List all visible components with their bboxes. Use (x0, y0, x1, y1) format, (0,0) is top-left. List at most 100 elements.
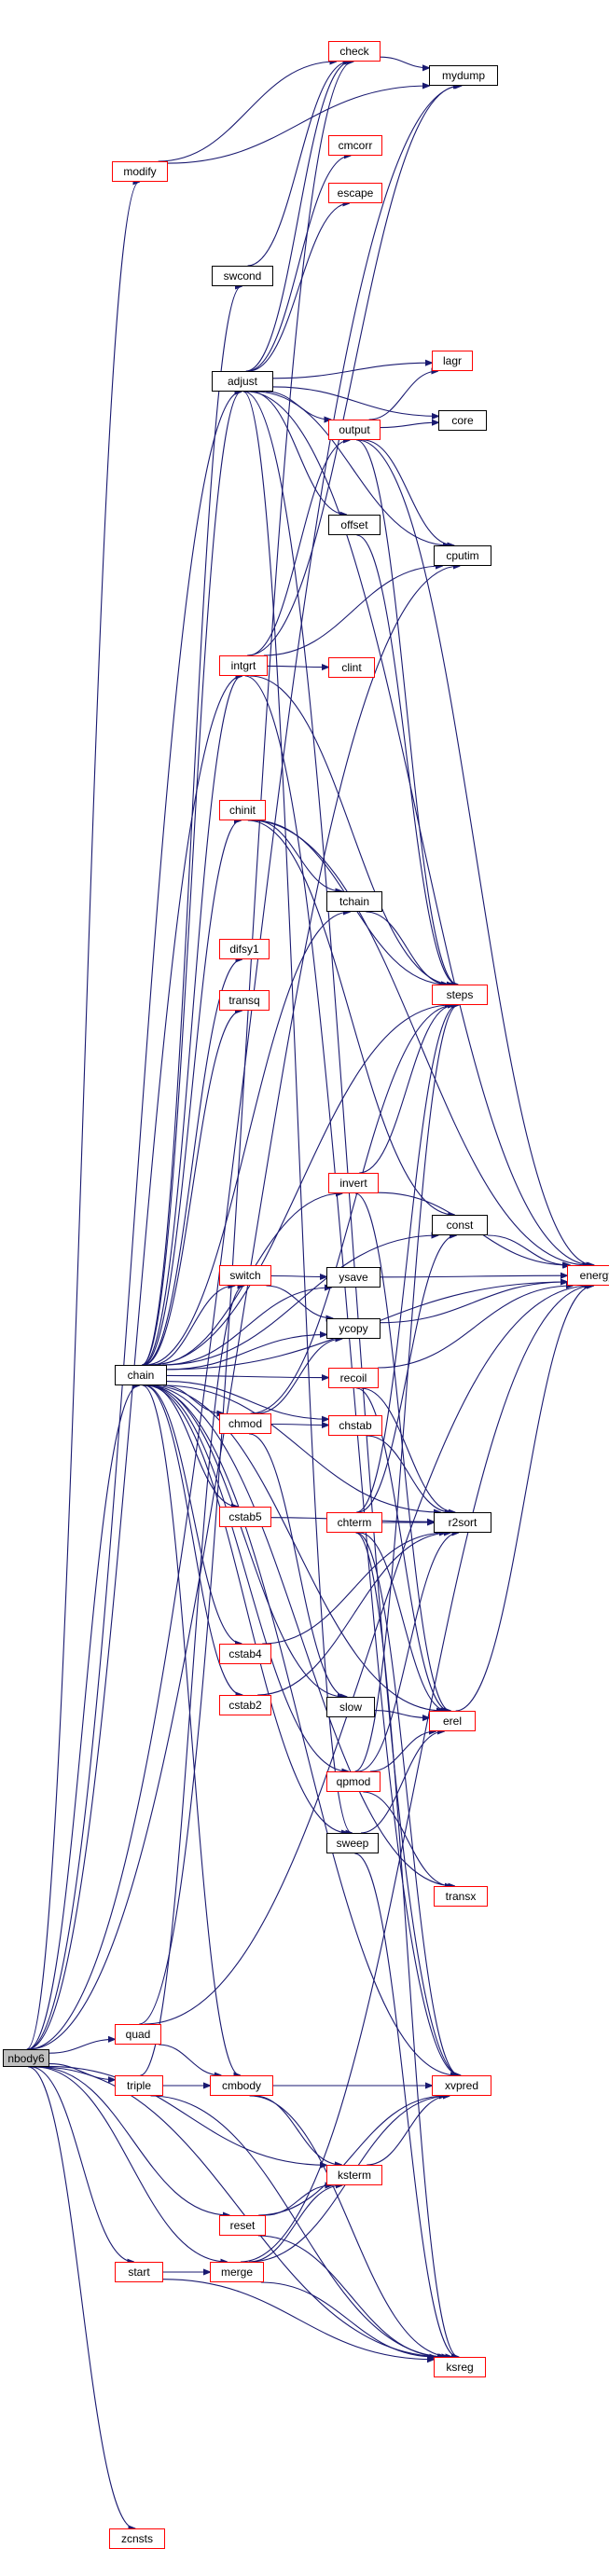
node-zcnsts[interactable]: zcnsts (109, 2528, 165, 2549)
edge-chain-to-erel (149, 1384, 443, 1711)
node-label: ycopy (339, 1322, 368, 1335)
node-label: r2sort (448, 1516, 478, 1529)
node-steps[interactable]: steps (432, 985, 488, 1005)
node-ysave[interactable]: ysave (326, 1267, 381, 1288)
node-label: merge (220, 2266, 253, 2279)
node-mydump[interactable]: mydump (429, 65, 498, 86)
node-label: cmcorr (338, 139, 373, 152)
node-modify[interactable]: modify (112, 161, 168, 182)
node-ycopy[interactable]: ycopy (326, 1318, 381, 1339)
node-reset[interactable]: reset (219, 2215, 266, 2236)
edge-chain-to-r2sort (162, 1384, 440, 1512)
node-cstab5[interactable]: cstab5 (219, 1507, 271, 1527)
node-clint[interactable]: clint (328, 657, 375, 678)
node-label: erel (442, 1715, 462, 1728)
node-label: intgrt (230, 659, 256, 672)
edge-sweep-to-ksreg (354, 1853, 457, 2357)
edge-slow-to-erel (374, 1710, 429, 1718)
edge-const-to-energy (487, 1234, 569, 1265)
node-lagr[interactable]: lagr (432, 351, 473, 371)
node-xvpred[interactable]: xvpred (432, 2075, 491, 2096)
node-label: lagr (442, 354, 462, 367)
node-chterm[interactable]: chterm (326, 1512, 382, 1533)
node-sweep[interactable]: sweep (326, 1833, 379, 1853)
node-recoil[interactable]: recoil (328, 1368, 379, 1388)
edge-nbody6-to-ksreg (38, 2066, 445, 2357)
node-adjust[interactable]: adjust (212, 371, 273, 392)
edge-chain-to-chmod (162, 1384, 224, 1413)
edge-modify-to-check (158, 62, 337, 162)
node-transq[interactable]: transq (219, 990, 270, 1011)
node-chinit[interactable]: chinit (219, 800, 266, 820)
node-start[interactable]: start (115, 2262, 163, 2282)
edge-nbody6-to-zcnsts (28, 2066, 134, 2528)
edge-nbody6-to-modify (26, 182, 140, 2050)
node-ksterm[interactable]: ksterm (326, 2165, 382, 2185)
node-label: steps (446, 988, 474, 1001)
node-r2sort[interactable]: r2sort (434, 1512, 491, 1533)
edge-nbody6-to-ksterm (48, 2065, 326, 2165)
node-label: modify (123, 165, 157, 178)
node-core[interactable]: core (438, 410, 487, 431)
node-cputim[interactable]: cputim (434, 545, 491, 566)
node-chain[interactable]: chain (115, 1365, 167, 1385)
edge-merge-to-ksterm (249, 2185, 341, 2263)
node-offset[interactable]: offset (328, 515, 381, 535)
edge-adjust-to-escape (248, 203, 350, 372)
node-cmcorr[interactable]: cmcorr (328, 135, 382, 156)
node-slow[interactable]: slow (326, 1697, 375, 1717)
node-chstab[interactable]: chstab (328, 1415, 382, 1436)
node-ksreg[interactable]: ksreg (434, 2357, 486, 2377)
node-quad[interactable]: quad (115, 2024, 161, 2045)
node-label: const (446, 1219, 474, 1232)
node-qpmod[interactable]: qpmod (326, 1771, 381, 1792)
node-label: chmod (228, 1417, 263, 1430)
node-invert[interactable]: invert (328, 1173, 379, 1193)
node-erel[interactable]: erel (429, 1711, 476, 1731)
edge-chinit-to-energy (250, 820, 588, 1265)
node-energy[interactable]: energy (567, 1265, 609, 1286)
edge-quad-to-energy (144, 1286, 591, 2025)
edge-chain-to-slow (146, 1384, 344, 1697)
edge-switch-to-ysave (270, 1276, 326, 1277)
node-label: tchain (339, 895, 370, 908)
node-triple[interactable]: triple (115, 2075, 163, 2096)
edge-adjust-to-check (245, 62, 352, 372)
node-label: adjust (227, 375, 258, 388)
edge-chain-to-sweep (145, 1384, 348, 1833)
node-check[interactable]: check (328, 41, 381, 62)
edge-quad-to-check (139, 62, 353, 2025)
node-nbody6[interactable]: nbody6 (3, 2049, 49, 2067)
node-const[interactable]: const (432, 1215, 488, 1235)
edge-switch-to-ycopy (266, 1285, 332, 1318)
node-difsy1[interactable]: difsy1 (219, 939, 270, 959)
edge-qpmod-to-r2sort (357, 1533, 459, 1772)
node-label: quad (125, 2028, 151, 2041)
node-swcond[interactable]: swcond (212, 266, 273, 286)
node-cstab4[interactable]: cstab4 (219, 1644, 271, 1664)
node-tchain[interactable]: tchain (326, 891, 382, 912)
node-chmod[interactable]: chmod (219, 1413, 271, 1434)
node-label: start (128, 2266, 150, 2279)
node-cstab2[interactable]: cstab2 (219, 1695, 271, 1715)
node-output[interactable]: output (328, 420, 381, 440)
edge-chain-to-chstab (166, 1381, 328, 1420)
edge-chain-to-xvpred (145, 1384, 457, 2075)
node-label: slow (339, 1701, 362, 1714)
node-intgrt[interactable]: intgrt (219, 655, 268, 676)
node-label: chterm (337, 1516, 372, 1529)
node-label: chstab (339, 1419, 372, 1432)
node-label: core (451, 414, 474, 427)
node-escape[interactable]: escape (328, 183, 382, 203)
edge-check-to-mydump (380, 56, 429, 68)
node-cmbody[interactable]: cmbody (210, 2075, 273, 2096)
node-transx[interactable]: transx (434, 1886, 488, 1907)
edge-adjust-to-cmcorr (247, 156, 350, 372)
edge-sweep-to-erel (360, 1731, 444, 1834)
edge-chain-to-transq (143, 1011, 242, 1366)
edge-chain-to-tchain (145, 912, 350, 1366)
edge-chterm-to-xvpred (356, 1532, 460, 2075)
node-switch[interactable]: switch (219, 1265, 271, 1286)
node-merge[interactable]: merge (210, 2262, 264, 2282)
